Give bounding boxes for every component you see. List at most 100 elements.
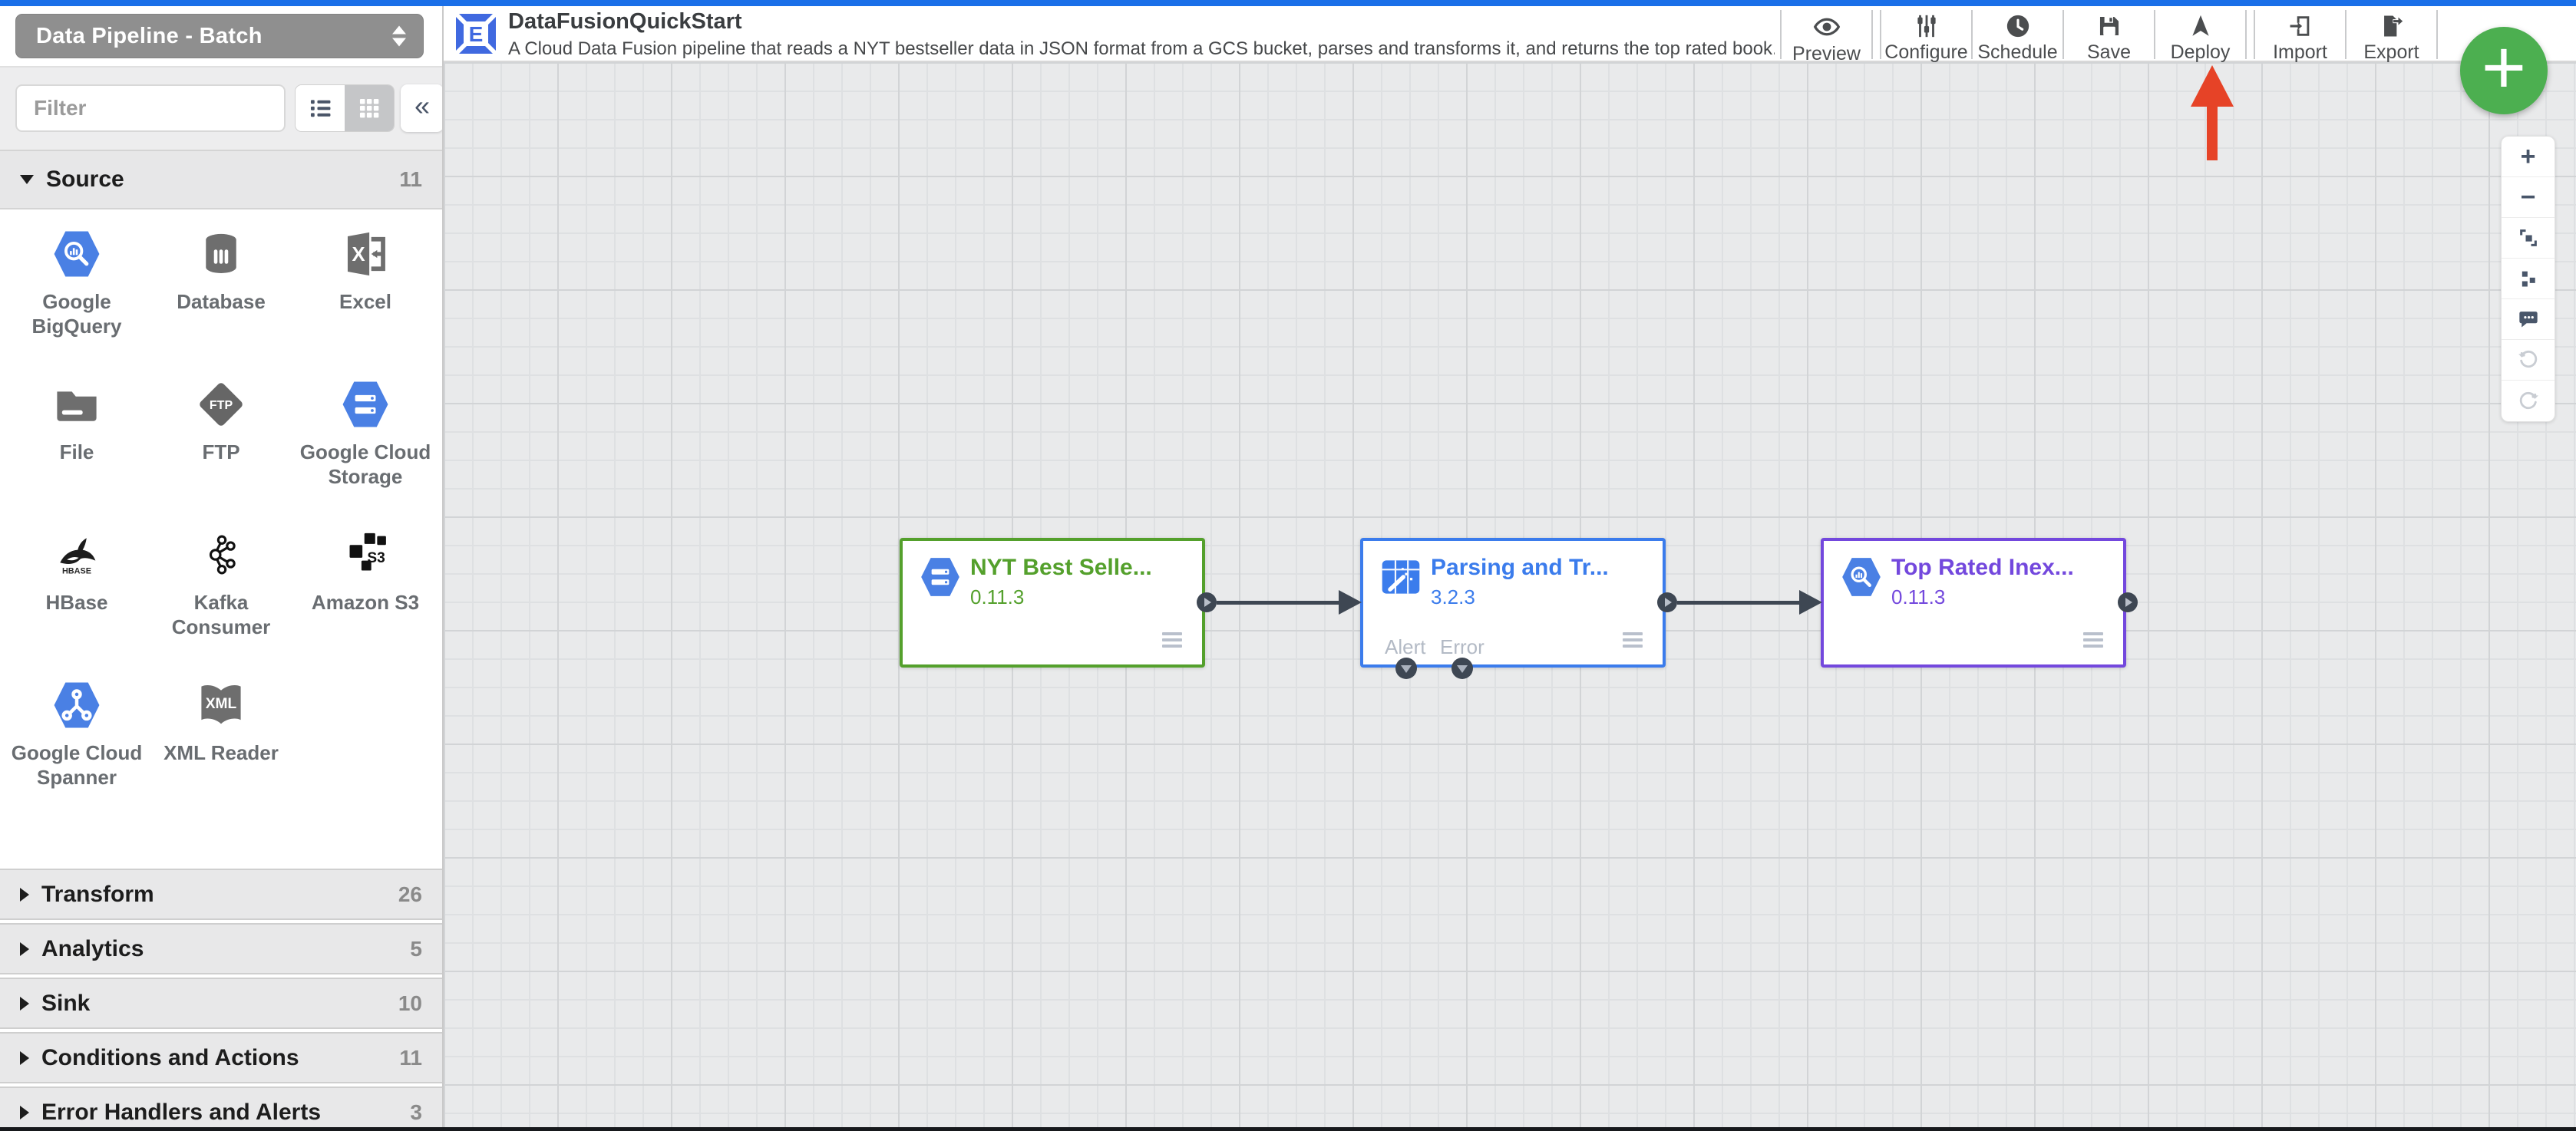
node-top-rated-inexpensive[interactable]: Top Rated Inex... 0.11.3 [1821, 538, 2126, 668]
node-title: Top Rated Inex... [1891, 555, 2074, 580]
plugin-file[interactable]: File [5, 380, 149, 530]
chevron-right-icon [20, 1105, 29, 1119]
section-header-transform[interactable]: Transform 26 [0, 869, 442, 920]
plugin-google-cloud-spanner[interactable]: Google Cloud Spanner [5, 681, 149, 831]
send-icon [2188, 13, 2214, 39]
section-count-badge: 11 [399, 1045, 422, 1070]
toolbar-divider [2154, 9, 2155, 59]
section-header-error-handlers-and-alerts[interactable]: Error Handlers and Alerts 3 [0, 1086, 442, 1131]
fit-to-screen-button[interactable] [2502, 218, 2555, 259]
pipeline-type-bar: Data Pipeline - Batch [0, 6, 442, 68]
node-menu-icon[interactable] [1623, 629, 1643, 648]
node-nyt-best-sellers[interactable]: NYT Best Selle... 0.11.3 [900, 538, 1205, 668]
node-version: 0.11.3 [970, 585, 1025, 608]
svg-text:S3: S3 [367, 550, 385, 566]
edge-node2-node3 [1677, 601, 1800, 605]
plugin-sidebar: Data Pipeline - Batch [0, 6, 444, 1131]
node-menu-icon[interactable] [1162, 629, 1182, 648]
plugin-excel[interactable]: X Excel [293, 229, 438, 380]
amazon-s3-icon: S3 [341, 530, 390, 579]
section-count-badge: 11 [399, 167, 422, 191]
node-parsing-and-transform[interactable]: Parsing and Tr... 3.2.3 Alert Error [1360, 538, 1666, 679]
alert-port[interactable] [1395, 658, 1417, 679]
ftp-icon: FTP [197, 380, 246, 429]
import-icon [2287, 13, 2313, 39]
eye-icon [1813, 13, 1841, 41]
node1-output-port[interactable] [1197, 592, 1217, 612]
chevron-down-icon [20, 175, 34, 184]
comment-button[interactable] [2502, 299, 2555, 340]
section-header-source[interactable]: Source 11 [0, 150, 442, 209]
pipeline-header: E DataFusionQuickStart A Cloud Data Fusi… [444, 6, 2576, 64]
pipeline-description: A Cloud Data Fusion pipeline that reads … [508, 38, 1775, 59]
node-title: Parsing and Tr... [1431, 555, 1609, 580]
configure-button[interactable]: Configure [1881, 6, 1971, 63]
section-count-badge: 26 [398, 882, 422, 906]
chevron-right-icon [20, 996, 29, 1011]
zoom-in-button[interactable]: + [2502, 137, 2555, 177]
top-accent-strip [0, 0, 2576, 6]
category-list: Transform 26 Analytics 5 Sink 10 Conditi… [0, 869, 442, 1131]
add-entity-fab-button[interactable]: + [2460, 27, 2548, 114]
toolbar-divider [2436, 9, 2438, 59]
google-cloud-spanner-icon [52, 681, 101, 730]
data-fusion-logo-icon: E [454, 12, 497, 55]
plugin-amazon-s3[interactable]: S3 Amazon S3 [293, 530, 438, 681]
sidebar-collapse-button[interactable]: « [401, 84, 442, 132]
toolbar-divider [1780, 9, 1782, 59]
view-toggle [295, 84, 395, 132]
redo-button[interactable] [2502, 381, 2555, 421]
toolbar-divider [1880, 9, 1881, 59]
undo-button[interactable] [2502, 340, 2555, 381]
preview-button[interactable]: Preview [1782, 6, 1871, 64]
edge-node1-node2 [1217, 601, 1339, 605]
schedule-button[interactable]: Schedule [1973, 6, 2062, 63]
error-port[interactable] [1451, 658, 1473, 679]
toolbar-divider [2062, 9, 2064, 59]
svg-text:X: X [352, 244, 365, 265]
export-button[interactable]: Export [2346, 6, 2436, 63]
svg-text:HBASE: HBASE [62, 566, 91, 575]
deploy-button[interactable]: Deploy [2155, 6, 2245, 63]
zoom-out-button[interactable]: − [2502, 177, 2555, 218]
sidebar-filter-band: « [0, 68, 442, 150]
google-bigquery-icon [52, 229, 101, 279]
plugin-xml-reader[interactable]: XML XML Reader [149, 681, 293, 831]
pipeline-toolbar: Preview Configure Schedule Save [1780, 6, 2438, 64]
source-plugin-grid: Google BigQuery Database X [0, 209, 442, 851]
hbase-icon: HBASE [52, 530, 101, 579]
canvas-controls-panel: + − [2501, 136, 2555, 422]
node2-output-port[interactable] [1657, 592, 1677, 612]
plugin-filter-input[interactable] [15, 84, 286, 132]
pipeline-type-select[interactable]: Data Pipeline - Batch [15, 14, 424, 58]
grid-view-button[interactable] [345, 85, 394, 131]
pipeline-canvas[interactable]: NYT Best Selle... 0.11.3 Parsing and Tr.… [444, 62, 2576, 1131]
plugin-google-bigquery[interactable]: Google BigQuery [5, 229, 149, 380]
plugin-ftp[interactable]: FTP FTP [149, 380, 293, 530]
google-cloud-storage-icon [920, 556, 961, 598]
node3-output-port[interactable] [2118, 592, 2138, 612]
wrangler-icon [1380, 556, 1422, 598]
section-count-badge: 10 [398, 991, 422, 1015]
plugin-kafka-consumer[interactable]: Kafka Consumer [149, 530, 293, 681]
save-button[interactable]: Save [2064, 6, 2154, 63]
toolbar-divider [1971, 9, 1973, 59]
list-view-button[interactable] [296, 85, 345, 131]
excel-icon: X [341, 229, 390, 279]
svg-text:E: E [469, 22, 484, 46]
database-icon [197, 229, 246, 279]
plugin-database[interactable]: Database [149, 229, 293, 380]
import-button[interactable]: Import [2255, 6, 2345, 63]
section-header-sink[interactable]: Sink 10 [0, 978, 442, 1029]
section-header-analytics[interactable]: Analytics 5 [0, 923, 442, 974]
window-bottom-edge [0, 1127, 2576, 1131]
plugin-google-cloud-storage[interactable]: Google Cloud Storage [293, 380, 438, 530]
auto-align-button[interactable] [2502, 259, 2555, 299]
export-icon [2379, 13, 2405, 39]
node-version: 3.2.3 [1431, 585, 1475, 608]
plugin-hbase[interactable]: HBASE HBase [5, 530, 149, 681]
node-menu-icon[interactable] [2083, 629, 2103, 648]
google-cloud-storage-icon [341, 380, 390, 429]
section-header-conditions-and-actions[interactable]: Conditions and Actions 11 [0, 1032, 442, 1083]
node-title: NYT Best Selle... [970, 555, 1152, 580]
